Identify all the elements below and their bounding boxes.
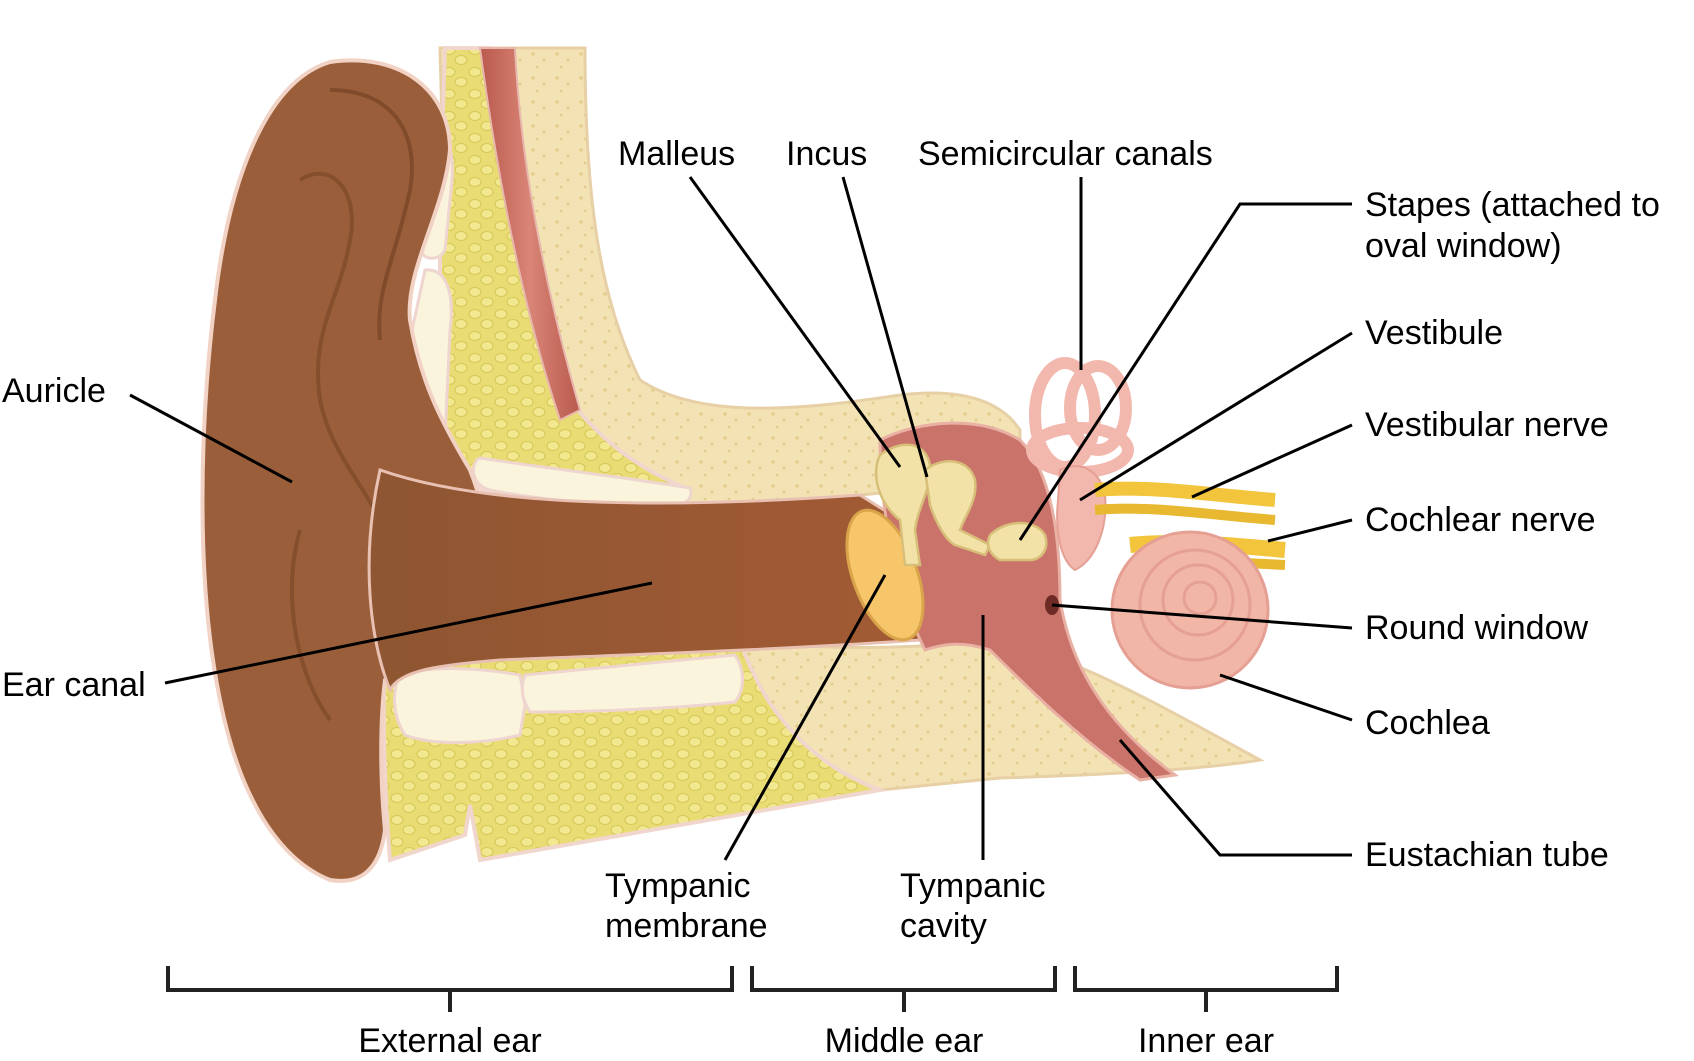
leader-vestibular-nerve — [1191, 423, 1353, 499]
bracket-middle-ear — [750, 966, 1057, 1012]
ossicle-malleus — [874, 443, 932, 567]
auricle-fold-concha — [289, 529, 332, 722]
label-round-window: Round window — [1365, 609, 1588, 647]
label-incus: Incus — [786, 135, 867, 173]
leader-lines — [129, 176, 1353, 861]
label-tympanic-membrane-line1: Tympanic — [605, 867, 751, 905]
ossicle-incus — [923, 460, 992, 557]
region-brackets: External ear Middle ear Inner ear — [166, 966, 1339, 1060]
label-tympanic-cavity-line2: cavity — [900, 907, 987, 945]
leader-stapes — [1018, 202, 1352, 541]
label-cochlea: Cochlea — [1365, 704, 1490, 742]
leader-ear-canal — [164, 581, 653, 685]
region-label-inner: Inner ear — [1138, 1022, 1274, 1060]
leader-tympanic-membrane — [723, 574, 887, 861]
label-ear-canal: Ear canal — [2, 666, 146, 704]
leader-cochlear-nerve — [1267, 518, 1353, 543]
auricle-fold-helix — [329, 88, 414, 341]
label-stapes-line2: oval window) — [1365, 227, 1562, 265]
leader-vestibule — [1079, 331, 1353, 502]
leader-eustachian-tube — [1118, 739, 1352, 857]
leader-auricle — [129, 393, 293, 484]
region-label-middle: Middle ear — [825, 1022, 984, 1060]
label-malleus: Malleus — [618, 135, 735, 173]
auricle-fold-antihelix — [298, 171, 382, 521]
label-cochlear-nerve: Cochlear nerve — [1365, 501, 1596, 539]
semicircular-canals-shape — [1026, 357, 1134, 478]
leader-incus — [841, 176, 929, 478]
leader-malleus — [688, 176, 902, 468]
cartilage-lower-2 — [520, 653, 744, 714]
ossicle-stapes — [986, 521, 1048, 562]
vestibule-shape — [1056, 465, 1107, 572]
leader-cochlea — [1219, 673, 1353, 722]
labels: Auricle Ear canal Malleus Incus Semicirc… — [2, 135, 1660, 945]
bracket-inner-ear — [1073, 966, 1339, 1012]
label-stapes-line1: Stapes (attached to — [1365, 186, 1660, 224]
label-vestibular-nerve: Vestibular nerve — [1365, 406, 1609, 444]
label-semicircular-canals: Semicircular canals — [918, 135, 1213, 173]
auricle-shape — [200, 58, 487, 883]
ear-canal-shape — [367, 468, 922, 694]
bracket-external-ear — [166, 966, 734, 1012]
region-label-external: External ear — [358, 1022, 541, 1060]
muscle-strip — [478, 47, 582, 422]
label-vestibule: Vestibule — [1365, 314, 1503, 352]
label-tympanic-membrane-line2: membrane — [605, 907, 768, 945]
vestibular-nerve-shape — [1094, 481, 1276, 525]
leader-round-window — [1051, 603, 1353, 630]
label-tympanic-cavity-line1: Tympanic — [900, 867, 1046, 905]
cartilage-lower-1 — [393, 667, 527, 744]
label-eustachian-tube: Eustachian tube — [1365, 836, 1609, 874]
label-auricle: Auricle — [2, 372, 106, 410]
